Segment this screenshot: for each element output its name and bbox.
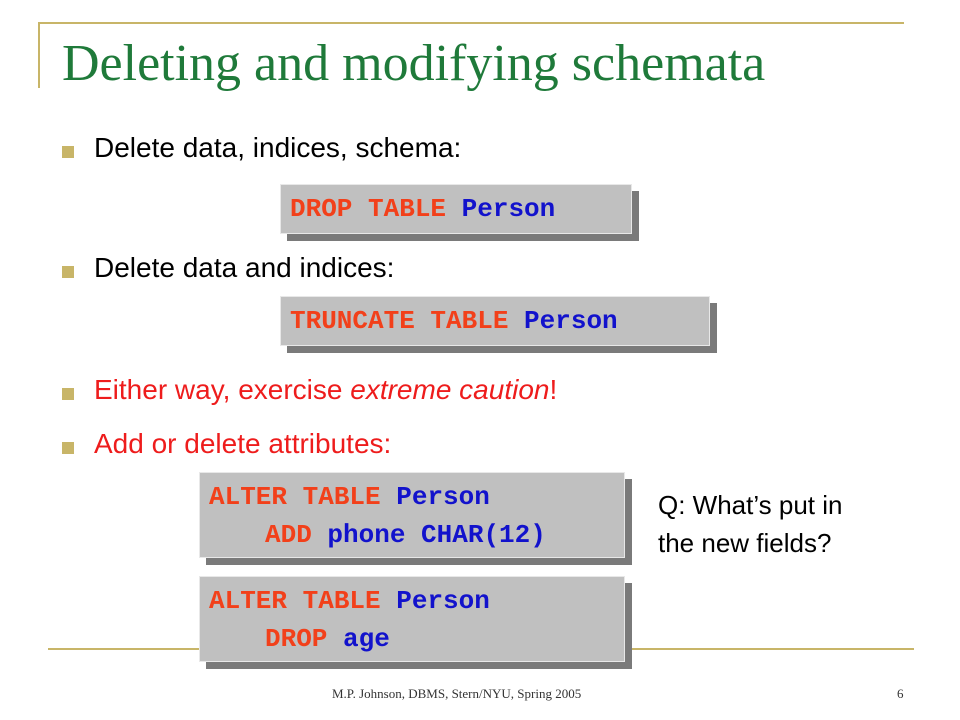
bullet-square-icon: [62, 146, 74, 158]
caution-emphasis: extreme caution: [350, 374, 550, 405]
code-drop-table: DROP TABLE Person: [280, 184, 639, 241]
code-box: [280, 184, 632, 234]
bullet-square-icon: [62, 388, 74, 400]
caution-prefix: Either way, exercise: [94, 374, 351, 405]
bullet-text: Add or delete attributes:: [94, 428, 392, 459]
sql-identifier: phone CHAR(12): [327, 520, 546, 550]
code-line-2: DROP age: [265, 626, 390, 652]
sql-identifier: age: [343, 624, 390, 654]
code-box: [199, 472, 625, 558]
code-alter-add: ALTER TABLE Person ADD phone CHAR(12): [199, 472, 632, 565]
question-note-line-1: Q: What’s put in: [658, 490, 843, 520]
sql-identifier: Person: [396, 586, 490, 616]
code-line: DROP TABLE Person: [290, 196, 555, 222]
sql-identifier: Person: [396, 482, 490, 512]
sql-identifier: Person: [461, 194, 556, 224]
bullet-text: Delete data and indices:: [94, 252, 395, 283]
footer-credit: M.P. Johnson, DBMS, Stern/NYU, Spring 20…: [332, 686, 582, 701]
bullet-text: Either way, exercise extreme caution!: [94, 376, 557, 404]
sql-keyword: DROP: [265, 624, 344, 654]
code-line: TRUNCATE TABLE Person: [290, 308, 618, 334]
question-note: Q: What’s put in the new fields?: [658, 486, 843, 562]
question-note-line-2: the new fields?: [658, 528, 832, 558]
code-truncate-table: TRUNCATE TABLE Person: [280, 296, 717, 353]
page-number: 6: [897, 686, 904, 701]
bullet-square-icon: [62, 442, 74, 454]
sql-keyword: DROP TABLE: [290, 194, 462, 224]
bullet-square-icon: [62, 266, 74, 278]
bullet-text: Delete data, indices, schema:: [94, 132, 462, 163]
sql-keyword: ADD: [265, 520, 328, 550]
code-line-1: ALTER TABLE Person: [209, 588, 490, 614]
code-line-1: ALTER TABLE Person: [209, 484, 490, 510]
sql-keyword: ALTER TABLE: [209, 586, 397, 616]
code-alter-drop: ALTER TABLE Person DROP age: [199, 576, 632, 669]
sql-keyword: ALTER TABLE: [209, 482, 397, 512]
slide-title: Deleting and modifying schemata: [62, 35, 766, 92]
caution-suffix: !: [549, 374, 558, 405]
code-line-2: ADD phone CHAR(12): [265, 522, 546, 548]
code-box: [199, 576, 625, 662]
left-rule: [38, 22, 40, 88]
sql-keyword: TRUNCATE TABLE: [290, 306, 525, 336]
code-box: [280, 296, 710, 346]
top-rule: [38, 22, 904, 24]
sql-identifier: Person: [524, 306, 618, 336]
